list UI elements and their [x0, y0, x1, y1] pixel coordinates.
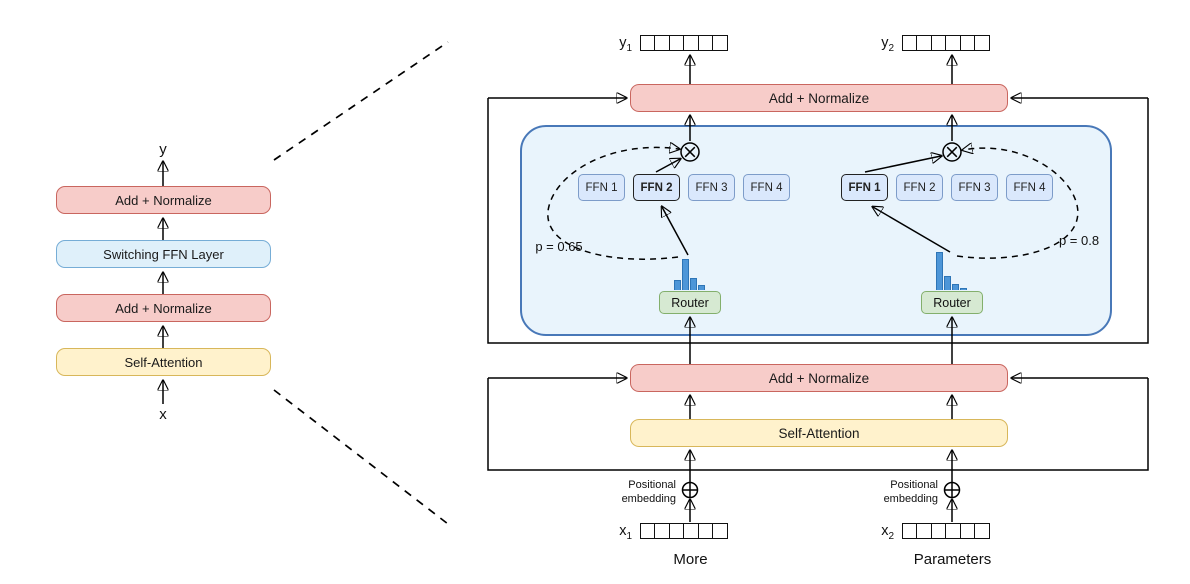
token-label-x2: x2	[881, 523, 894, 542]
token-label-y1: y1	[619, 35, 632, 54]
gate-probability-left: p = 0.65	[535, 239, 583, 254]
overview-output-label: y	[159, 141, 167, 158]
overview-switching-ffn-layer: Switching FFN Layer	[56, 240, 271, 268]
token-label-y2: y2	[881, 35, 894, 54]
switching-ffn-layer-container	[520, 125, 1112, 336]
histogram-bar	[698, 285, 705, 290]
circled-plus-icon-right	[943, 481, 961, 499]
ffn-expert-left-1: FFN 1	[578, 174, 625, 201]
positional-line1: Positional	[628, 479, 676, 491]
router-left-box: Router	[659, 291, 721, 314]
token-cell	[974, 35, 991, 51]
token-cell	[712, 523, 729, 539]
token-cell	[712, 35, 729, 51]
positional-line2: embedding	[883, 492, 938, 505]
ffn-expert-left-3: FFN 3	[688, 174, 735, 201]
ffn-expert-right-4: FFN 4	[1006, 174, 1053, 201]
histogram-bar	[682, 259, 689, 290]
router-right-box: Router	[921, 291, 983, 314]
ffn-expert-right-1-selected: FFN 1	[841, 174, 888, 201]
token-array-y1	[640, 35, 729, 51]
add-normalize-mid-box: Add + Normalize	[630, 364, 1008, 392]
histogram-bar	[690, 278, 697, 290]
token-array-x1	[640, 523, 729, 539]
histogram-bar	[960, 288, 967, 290]
positional-embedding-label-right: Positional embedding	[846, 479, 938, 507]
token-label-x1: x1	[619, 523, 632, 542]
ffn-expert-right-3: FFN 3	[951, 174, 998, 201]
ffn-expert-left-4: FFN 4	[743, 174, 790, 201]
router-left-histogram	[674, 256, 705, 290]
token-cell	[974, 523, 991, 539]
circled-plus-icon-left	[681, 481, 699, 499]
ffn-expert-left-2-selected: FFN 2	[633, 174, 680, 201]
positional-line1: Positional	[890, 479, 938, 491]
overview-add-normalize-top: Add + Normalize	[56, 186, 271, 214]
caption-more: More	[673, 551, 708, 568]
router-right-histogram	[936, 250, 967, 290]
overview-self-attention: Self-Attention	[56, 348, 271, 376]
gate-probability-right: p = 0.8	[1058, 233, 1100, 248]
caption-parameters: Parameters	[913, 551, 992, 568]
add-normalize-top-box: Add + Normalize	[630, 84, 1008, 112]
token-array-x2	[902, 523, 991, 539]
self-attention-box: Self-Attention	[630, 419, 1008, 447]
callout-dashed-lines	[273, 41, 449, 525]
positional-line2: embedding	[621, 492, 676, 505]
positional-embedding-label-left: Positional embedding	[584, 479, 676, 507]
histogram-bar	[936, 252, 943, 290]
histogram-bar	[944, 276, 951, 290]
token-array-y2	[902, 35, 991, 51]
histogram-bar	[952, 284, 959, 290]
histogram-bar	[674, 280, 681, 290]
overview-input-label: x	[159, 406, 167, 423]
overview-add-normalize-bottom: Add + Normalize	[56, 294, 271, 322]
ffn-expert-right-2: FFN 2	[896, 174, 943, 201]
